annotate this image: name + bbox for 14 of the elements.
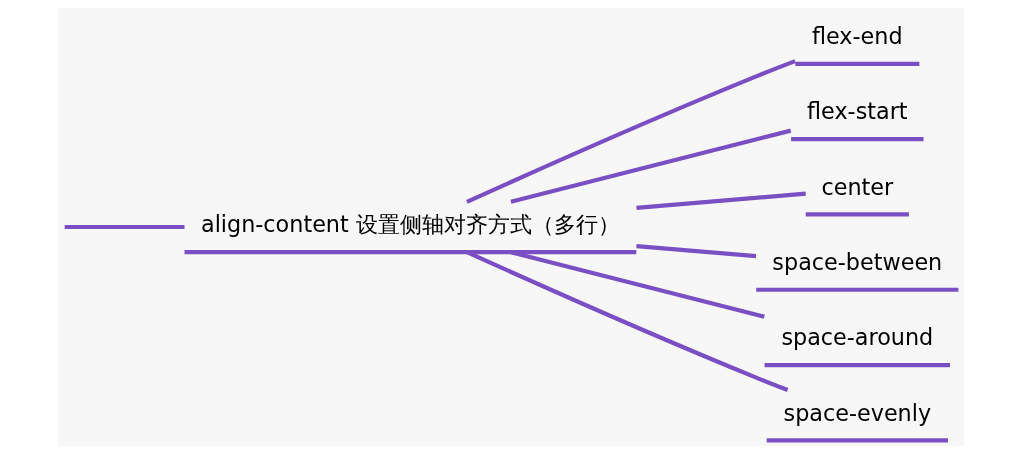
node-text: align-content 设置侧轴对齐方式（多行） bbox=[200, 211, 620, 238]
connector bbox=[635, 243, 756, 259]
node-text: space-around bbox=[780, 324, 933, 351]
connector bbox=[509, 128, 791, 204]
connector bbox=[465, 250, 788, 392]
connector bbox=[465, 59, 796, 204]
connector bbox=[64, 224, 184, 230]
connector bbox=[509, 250, 765, 319]
connector bbox=[635, 191, 806, 211]
node-text: center bbox=[820, 173, 893, 200]
node-text: space-between bbox=[771, 248, 942, 275]
node-text: space-evenly bbox=[783, 399, 931, 426]
node-text: flex-start bbox=[806, 98, 908, 125]
node-text: flex-end bbox=[811, 23, 903, 50]
